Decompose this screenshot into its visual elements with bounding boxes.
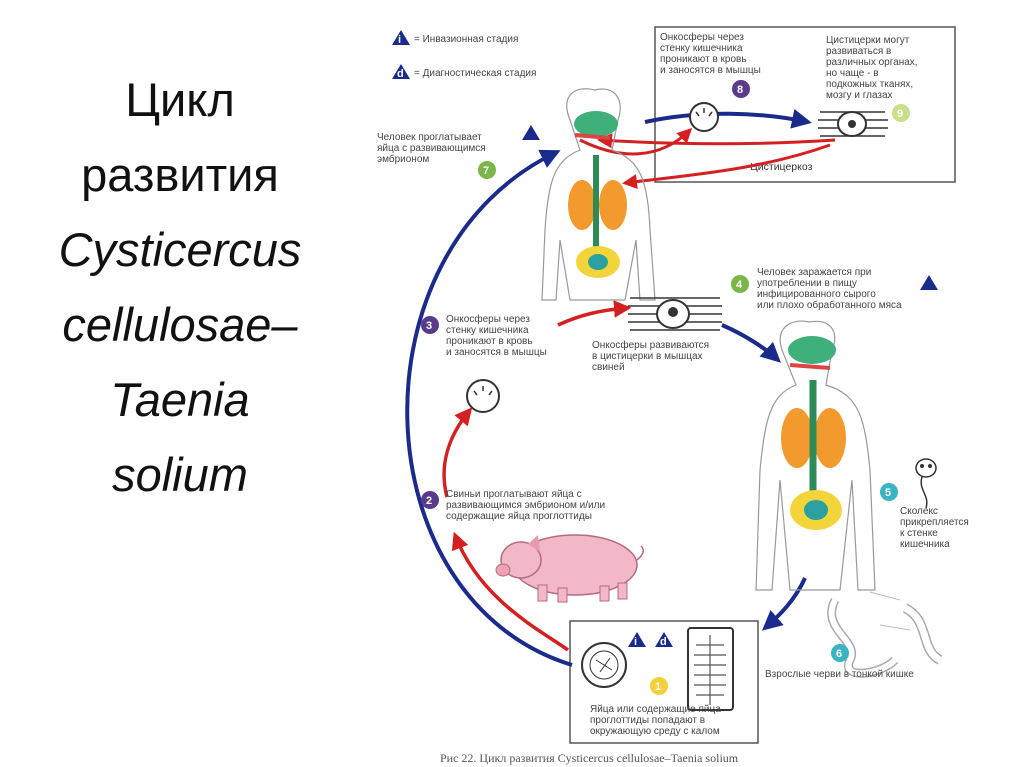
stage-badge-7: 7 <box>478 161 496 179</box>
stage-3b-text: Онкосферы развиваются в цистицерки в мыш… <box>592 339 712 373</box>
stage-badge-8: 8 <box>732 80 750 98</box>
title-line-5: Taenia <box>110 373 250 426</box>
svg-text:6: 6 <box>836 648 842 660</box>
svg-text:1: 1 <box>655 681 661 693</box>
infective-stage-icon: i <box>392 30 410 46</box>
egg-icon <box>581 642 627 688</box>
human-figure-top <box>541 88 656 301</box>
diagnostic-stage-icon: d <box>392 64 410 80</box>
arrow-red-2 <box>597 133 836 149</box>
svg-text:7: 7 <box>483 165 489 177</box>
arrow-red-human-to-oncosphere <box>579 127 693 156</box>
cysticercus-muscle-icon-middle <box>628 297 722 331</box>
title-line-2: развития <box>81 148 279 201</box>
stage-9-text: Цистицерки могут развиваться в различных… <box>826 35 920 101</box>
legend: i = Инвазионная стадия d = Диагностическ… <box>392 30 536 80</box>
stage-badge-1: 1 <box>650 677 668 695</box>
svg-text:i: i <box>398 34 401 46</box>
title-line-6: solium <box>112 448 248 501</box>
svg-text:d: d <box>660 636 667 648</box>
oncosphere-icon-top <box>689 102 719 132</box>
stage-badge-6: 6 <box>831 644 849 662</box>
legend-infective-label: = Инвазионная стадия <box>414 34 518 45</box>
title-line-3: Cysticercus <box>58 223 302 276</box>
svg-text:3: 3 <box>426 320 432 332</box>
stage-badge-3: 3 <box>421 316 439 334</box>
arrow-red-feces-to-pig <box>451 531 570 652</box>
arrow-red-pig-to-oncosphere <box>442 407 473 498</box>
cysticercosis-box <box>654 26 956 183</box>
arrow-egg-to-human <box>405 149 573 667</box>
stage-8-text: Онкосферы через стенку кишечника проника… <box>660 31 761 76</box>
figure-caption: Рис 22. Цикл развития Cysticercus cellul… <box>440 751 739 765</box>
stage-4-text: Человек заражается при употреблении в пи… <box>757 267 902 311</box>
proglottid-icon <box>687 627 734 711</box>
stage-6-text: Взрослые черви в тонкой кишке <box>765 669 914 680</box>
stage-3-text: Онкосферы через стенку кишечника проника… <box>446 313 547 358</box>
infective-stage-icon-7 <box>522 125 540 140</box>
stage-badge-2: 2 <box>421 491 439 509</box>
cysticercus-muscle-icon-top <box>818 111 888 137</box>
cysticercosis-label: Цистицеркоз <box>750 161 813 173</box>
svg-text:9: 9 <box>897 108 903 120</box>
svg-text:5: 5 <box>885 487 891 499</box>
stage-7-text: Человек проглатывает яйца с развивающимс… <box>377 132 489 165</box>
svg-text:i: i <box>634 636 637 648</box>
infective-stage-icon-4 <box>920 275 938 290</box>
arrow-oncosphere-to-cysticercus <box>644 108 812 129</box>
arrow-red-1 <box>622 143 831 189</box>
adult-worm-icon <box>827 591 943 678</box>
pig-icon <box>495 534 644 603</box>
stage-badge-9: 9 <box>892 104 910 122</box>
environment-box <box>569 620 759 744</box>
svg-text:d: d <box>397 68 404 80</box>
scolex-icon <box>915 458 937 509</box>
oncosphere-icon-left <box>466 379 500 413</box>
stage-2-text: Свиньи проглатывают яйца с развивающимся… <box>446 489 608 522</box>
infective-stage-icon-box: i d <box>628 632 673 648</box>
stage-1-text: Яйца или содержащие яйца проглоттиды поп… <box>590 704 724 737</box>
stage-badge-4: 4 <box>731 275 749 293</box>
arrow-meat-to-human <box>721 323 781 363</box>
slide-title: Цикл развития Cysticercus cellulosae– Ta… <box>20 62 340 512</box>
stage-5-text: Сколекс прикрепляется к стенке кишечника <box>900 506 972 550</box>
title-line-1: Цикл <box>125 73 235 126</box>
svg-text:2: 2 <box>426 495 432 507</box>
arrow-red-to-muscle <box>557 300 632 327</box>
human-figure-right <box>755 320 876 591</box>
svg-text:4: 4 <box>736 279 743 291</box>
stage-badge-5: 5 <box>880 483 898 501</box>
title-line-4: cellulosae– <box>62 298 298 351</box>
svg-text:8: 8 <box>737 84 743 96</box>
arrow-worm-to-feces <box>761 577 807 631</box>
legend-diagnostic-label: = Диагностическая стадия <box>414 68 536 79</box>
